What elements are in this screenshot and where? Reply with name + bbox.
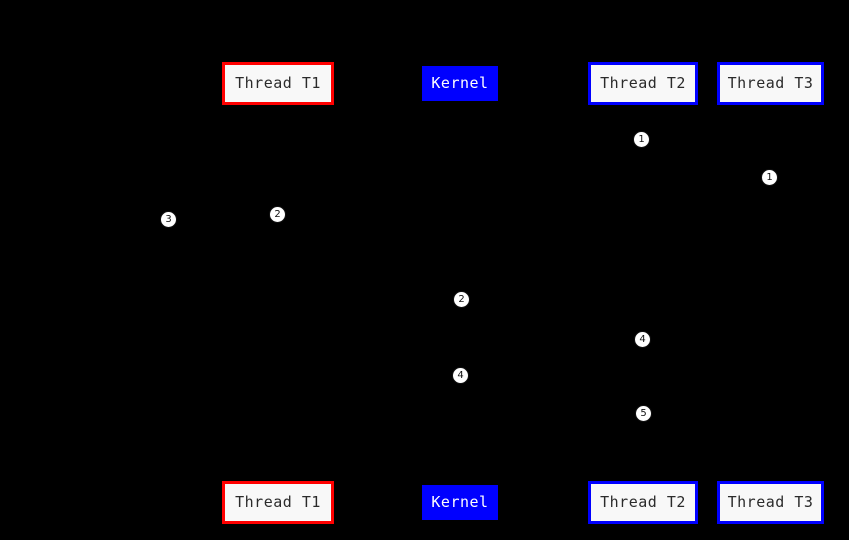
message-arrow-2 (278, 214, 460, 215)
participant-thread-t1-bottom[interactable]: Thread T1 (222, 481, 334, 524)
participant-label: Kernel (431, 74, 489, 92)
participant-label: Thread T2 (600, 74, 686, 92)
step-number: 4 (639, 333, 646, 345)
participant-thread-t2-bottom[interactable]: Thread T2 (588, 481, 698, 524)
participant-label: Thread T2 (600, 493, 686, 511)
participant-thread-t3-top[interactable]: Thread T3 (717, 62, 824, 105)
step-marker: 2 (453, 291, 470, 308)
step-number: 1 (766, 171, 773, 183)
step-marker: 1 (761, 169, 778, 186)
step-number: 2 (274, 208, 281, 220)
participant-label: Thread T3 (727, 74, 814, 92)
step-marker: 4 (452, 367, 469, 384)
step-number: 1 (638, 133, 645, 145)
step-number: 4 (457, 369, 464, 381)
step-marker: 5 (635, 405, 652, 422)
participant-thread-t1-top[interactable]: Thread T1 (222, 62, 334, 105)
step-marker: 4 (634, 331, 651, 348)
message-arrow-1 (643, 139, 770, 140)
message-arrow-4 (460, 299, 643, 300)
message-arrow-3 (168, 219, 278, 220)
step-number: 5 (640, 407, 647, 419)
participant-kernel-top[interactable]: Kernel (422, 66, 498, 101)
participant-thread-t3-bottom[interactable]: Thread T3 (717, 481, 824, 524)
lifeline-thread-t2 (643, 105, 644, 481)
lifeline-thread-t3 (770, 105, 771, 481)
message-arrow-5 (460, 375, 643, 376)
step-marker: 3 (160, 211, 177, 228)
step-marker: 1 (633, 131, 650, 148)
participant-label: Thread T3 (727, 493, 814, 511)
lifeline-thread-t1 (278, 105, 279, 481)
step-marker: 2 (269, 206, 286, 223)
participant-label: Thread T1 (235, 74, 321, 92)
participant-label: Thread T1 (235, 493, 321, 511)
participant-thread-t2-top[interactable]: Thread T2 (588, 62, 698, 105)
step-number: 3 (165, 213, 172, 225)
step-number: 2 (458, 293, 465, 305)
participant-label: Kernel (431, 493, 489, 511)
participant-kernel-bottom[interactable]: Kernel (422, 485, 498, 520)
